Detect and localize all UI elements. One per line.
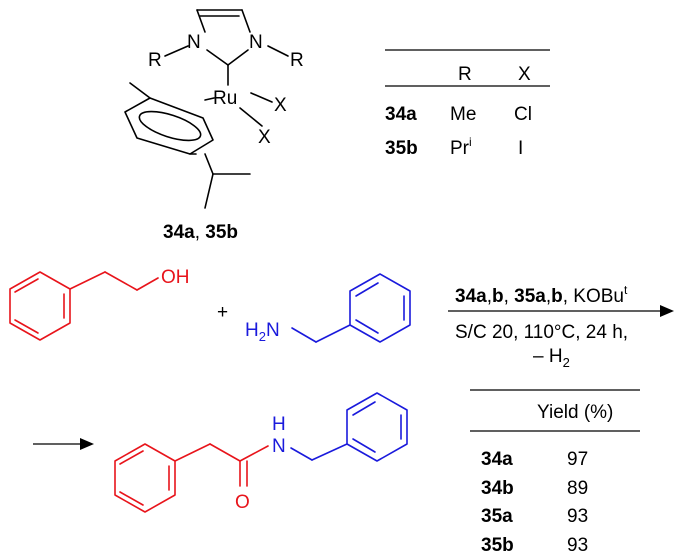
chain-bond <box>104 271 138 291</box>
chain-bond <box>290 447 313 461</box>
atom-ru: Ru <box>213 88 237 109</box>
plus-sign: + <box>217 302 228 323</box>
nhc-bond <box>241 9 251 33</box>
yield-header: Yield (%) <box>537 402 613 423</box>
benzene-ring <box>9 271 71 341</box>
yield-row-id: 34b <box>481 478 514 499</box>
yield-row-id: 35a <box>481 506 513 527</box>
continuation-arrowhead <box>80 438 94 450</box>
amide-nitrogen: N <box>272 436 286 457</box>
ru-x-bond <box>250 92 273 103</box>
aromatic-double-bond <box>119 491 144 506</box>
isopropyl-bond <box>204 153 214 175</box>
phenylethanol-structure: OH <box>9 267 190 341</box>
eta6-bond <box>204 97 215 101</box>
yield-row-id: 34a <box>481 449 513 470</box>
aromatic-double-bond <box>119 450 144 465</box>
n-r-bond <box>267 45 289 57</box>
aromatic-double-bond <box>14 319 39 334</box>
hydroxyl-label: OH <box>161 267 190 288</box>
arene-aromatic-circle <box>138 110 202 142</box>
row-r: Me <box>450 104 476 125</box>
row-r: Pri <box>450 135 472 159</box>
conditions-line3: – H2 <box>533 346 570 370</box>
amine-label: H2N <box>245 320 280 344</box>
benzene-ring <box>114 443 176 513</box>
atom-n: N <box>249 32 263 53</box>
yield-row-id: 35b <box>481 535 514 556</box>
yield-row-value: 93 <box>567 506 588 527</box>
substituent-table: R X 34a Me Cl 35b Pri I <box>385 49 550 159</box>
yield-row-value: 97 <box>567 449 588 470</box>
chain-bond <box>311 443 348 461</box>
arene-ring <box>124 97 214 155</box>
atom-x: X <box>274 95 287 116</box>
catalyst-structure: N N R R Ru X X 34a, 35b <box>124 9 304 243</box>
row-id: 34a <box>385 104 417 125</box>
atom-x: X <box>258 127 271 148</box>
row-x: Cl <box>514 104 532 125</box>
yield-row-value: 93 <box>567 535 588 556</box>
nhc-bond <box>196 9 206 33</box>
benzylamine-structure: H2N <box>245 273 411 344</box>
aromatic-double-bond <box>352 438 376 453</box>
chain-bond <box>315 324 351 343</box>
aromatic-double-bond <box>14 278 39 293</box>
atom-n: N <box>187 32 201 53</box>
chain-bond <box>136 277 159 291</box>
carbonyl-oxygen: O <box>235 492 250 513</box>
amide-hydrogen: H <box>272 414 286 435</box>
aromatic-double-bond <box>355 282 379 297</box>
chain-bond <box>69 271 106 290</box>
nhc-bond <box>227 49 249 66</box>
yield-row-value: 89 <box>567 478 588 499</box>
conditions-line2: S/C 20, 110°C, 24 h, <box>455 322 628 343</box>
header-x: X <box>518 64 531 85</box>
benzene-ring <box>346 392 408 462</box>
chain-bond <box>209 443 241 462</box>
chain-bond <box>174 443 211 462</box>
row-x: I <box>518 138 523 159</box>
isopropyl-bond <box>204 173 214 209</box>
yield-table: Yield (%) 34a 97 34b 89 35a 93 35b 93 <box>470 389 640 556</box>
conditions-line1: 34a,b, 35a,b, KOBut <box>455 283 628 307</box>
benzene-ring <box>349 273 411 343</box>
aromatic-double-bond <box>352 401 376 416</box>
n-r-bond <box>164 45 189 57</box>
amide-bond <box>239 445 269 462</box>
reaction-conditions: 34a,b, 35a,b, KOBut S/C 20, 110°C, 24 h,… <box>448 283 674 370</box>
atom-r: R <box>148 50 162 71</box>
aromatic-double-bond <box>355 319 379 334</box>
amide-product-structure: O N H <box>114 392 408 513</box>
header-r: R <box>458 64 472 85</box>
nhc-bond <box>206 49 229 66</box>
methyl-bond <box>129 82 151 99</box>
chain-bond <box>291 327 317 343</box>
ru-x-bond <box>239 107 263 127</box>
row-id: 35b <box>385 138 418 159</box>
reaction-arrowhead <box>660 305 674 317</box>
catalyst-caption: 34a, 35b <box>163 222 238 243</box>
atom-r: R <box>290 50 304 71</box>
